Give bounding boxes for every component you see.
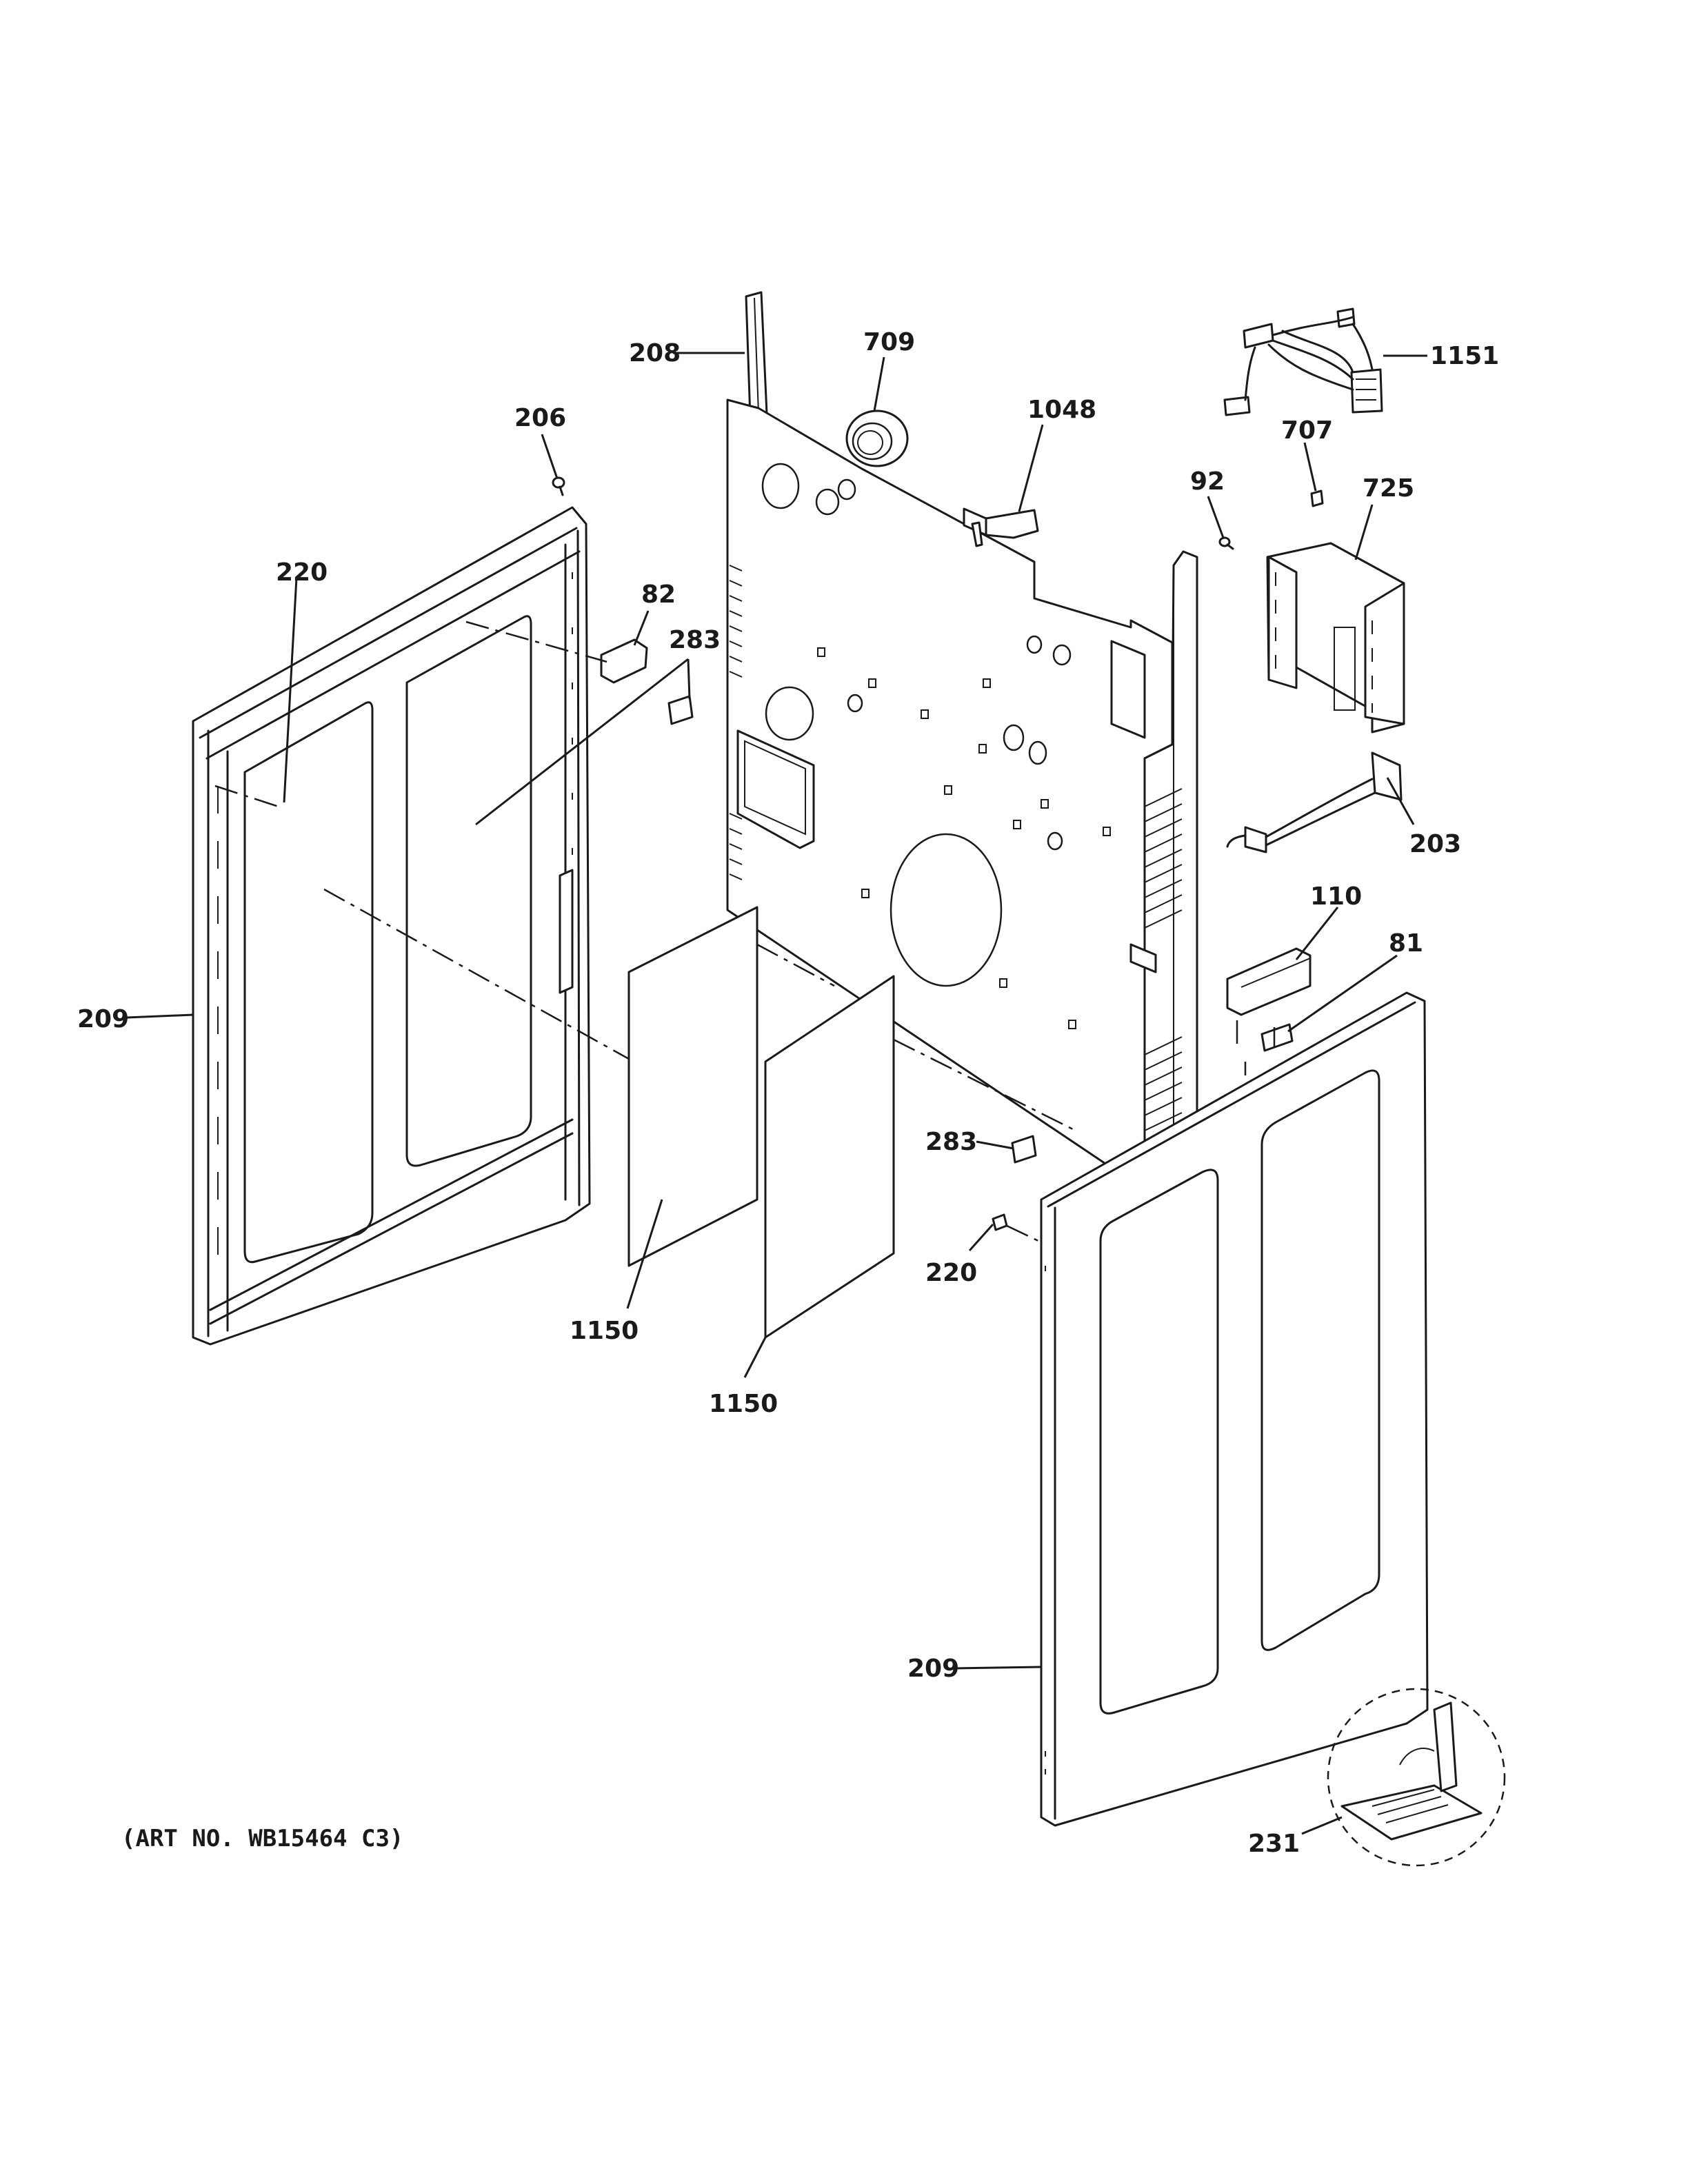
callout-707: 707 — [1281, 416, 1333, 445]
back-panel — [726, 291, 1198, 1184]
right-side-panel — [1040, 991, 1429, 1827]
part-206-screw — [552, 476, 565, 496]
callout-231: 231 — [1248, 1830, 1300, 1858]
callout-283-bottom: 283 — [925, 1128, 977, 1156]
part-707-clip — [1310, 489, 1324, 507]
callout-208: 208 — [629, 339, 681, 367]
callout-203: 203 — [1409, 830, 1461, 858]
callout-81: 81 — [1389, 929, 1423, 958]
callout-220-bottom: 220 — [925, 1259, 977, 1287]
part-1048-bracket — [963, 507, 1039, 547]
callout-1150-left: 1150 — [570, 1317, 639, 1345]
callout-220-top: 220 — [276, 558, 328, 587]
panel-holes — [761, 463, 1072, 1033]
right-vents — [1144, 788, 1183, 1131]
callout-709: 709 — [863, 328, 915, 356]
callout-1150-right: 1150 — [709, 1390, 778, 1418]
callout-209-right: 209 — [907, 1655, 959, 1683]
callout-110: 110 — [1310, 882, 1362, 911]
assembly-lines — [214, 620, 1276, 1242]
detail-231-inset — [1327, 1688, 1506, 1867]
art-number: (ART NO. WB15464 C3) — [121, 1825, 403, 1852]
left-side-panel — [192, 506, 591, 1346]
callout-82: 82 — [641, 580, 676, 609]
part-709-ring — [845, 410, 909, 467]
part-110-block — [1226, 947, 1312, 1016]
leader-lines — [126, 352, 1427, 1835]
callout-725: 725 — [1363, 474, 1414, 503]
callout-283-top: 283 — [669, 626, 721, 654]
callout-206: 206 — [514, 404, 566, 432]
part-82-bracket — [600, 638, 648, 684]
callout-1151: 1151 — [1430, 342, 1499, 370]
callout-1048: 1048 — [1027, 396, 1096, 424]
part-725-box — [1266, 542, 1405, 734]
part-81-bracket — [1260, 1023, 1294, 1052]
panel-knockouts — [817, 647, 1111, 1029]
part-203-cord — [1226, 751, 1403, 853]
part-92-screw — [1218, 536, 1234, 550]
part-1151-harness — [1223, 307, 1383, 416]
callout-92: 92 — [1190, 467, 1225, 496]
callout-labels: 208 709 1151 1048 206 707 92 725 220 82 … — [77, 328, 1499, 1858]
insulation-1150 — [627, 906, 895, 1339]
callout-209-left: 209 — [77, 1005, 129, 1033]
left-vents — [729, 565, 743, 880]
